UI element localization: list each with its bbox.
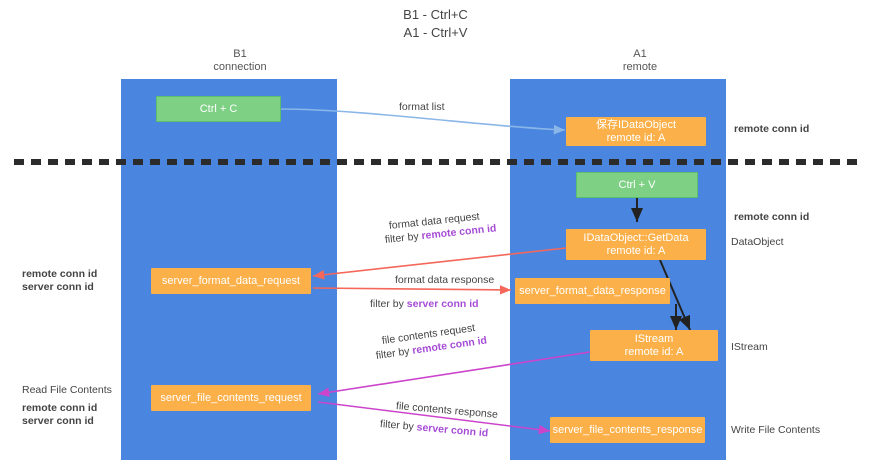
node-istream[interactable]: IStream remote id: A	[590, 330, 718, 361]
arrow-file-contents-request	[317, 351, 591, 398]
node-server-format-data-request[interactable]: server_format_data_request	[151, 268, 311, 294]
node-server-format-data-response[interactable]: server_format_data_response	[515, 278, 670, 304]
lane-header-a1-title: A1	[633, 48, 647, 60]
annotation-left-read-file-contents: Read File Contents	[22, 384, 112, 396]
annotation-left-remote-conn-id: remote conn id	[22, 268, 98, 280]
annotation-right-istream: IStream	[731, 341, 768, 353]
arrow-getdata-istream	[659, 259, 691, 331]
annotation-right-write-file-contents: Write File Contents	[731, 424, 821, 436]
arrow-format-data-response	[312, 285, 512, 295]
annotation-left-server-conn-id: server conn id	[22, 281, 94, 293]
diagram-title-line2: A1 - Ctrl+V	[403, 25, 468, 40]
lane-header-b1-title: B1	[233, 48, 247, 60]
filter-by-text-4: filter by	[379, 418, 418, 434]
annotation-left-server-conn-id-2: server conn id	[22, 415, 94, 427]
node-server-file-contents-request[interactable]: server_file_contents_request	[151, 385, 311, 411]
node-ctrl-v[interactable]: Ctrl + V	[576, 172, 698, 198]
node-server-file-contents-response[interactable]: server_file_contents_response	[550, 417, 705, 443]
arrow-format-list	[280, 108, 566, 135]
lane-header-a1-sub: remote	[622, 61, 658, 73]
node-getdata-line2: remote id: A	[606, 244, 666, 257]
edge-label-format-list: format list	[399, 101, 445, 113]
edge-label-filter-server-conn-id-1: filter by server conn id	[370, 298, 479, 311]
annotation-left-remote-conn-id-2: remote conn id	[22, 402, 98, 414]
arrow-file-contents-response	[317, 401, 551, 435]
lane-header-b1-sub: connection	[213, 61, 267, 73]
node-istream-line2: remote id: A	[624, 345, 684, 358]
annotation-right-remote-conn-id-top: remote conn id	[734, 123, 810, 135]
annotation-right-dataobject: DataObject	[731, 236, 784, 248]
arrow-format-data-request	[312, 247, 567, 280]
edge-label-format-data-response: format data response	[395, 274, 495, 286]
filter-by-text-1: filter by	[384, 230, 423, 246]
node-save-idataobject-line1: 保存IDataObject	[595, 118, 677, 131]
node-save-idataobject[interactable]: 保存IDataObject remote id: A	[566, 117, 706, 146]
node-getdata-line1: IDataObject::GetData	[583, 231, 689, 244]
diagram-title-line1: B1 - Ctrl+C	[403, 7, 468, 22]
node-idataobject-getdata[interactable]: IDataObject::GetData remote id: A	[566, 229, 706, 260]
node-istream-line1: IStream	[634, 332, 674, 345]
server-conn-id-text-1: server conn id	[406, 298, 479, 310]
node-ctrl-c[interactable]: Ctrl + C	[156, 96, 281, 122]
node-save-idataobject-line2: remote id: A	[606, 131, 666, 144]
filter-by-text-2: filter by	[370, 298, 407, 310]
annotation-right-remote-conn-id-mid: remote conn id	[734, 211, 810, 223]
